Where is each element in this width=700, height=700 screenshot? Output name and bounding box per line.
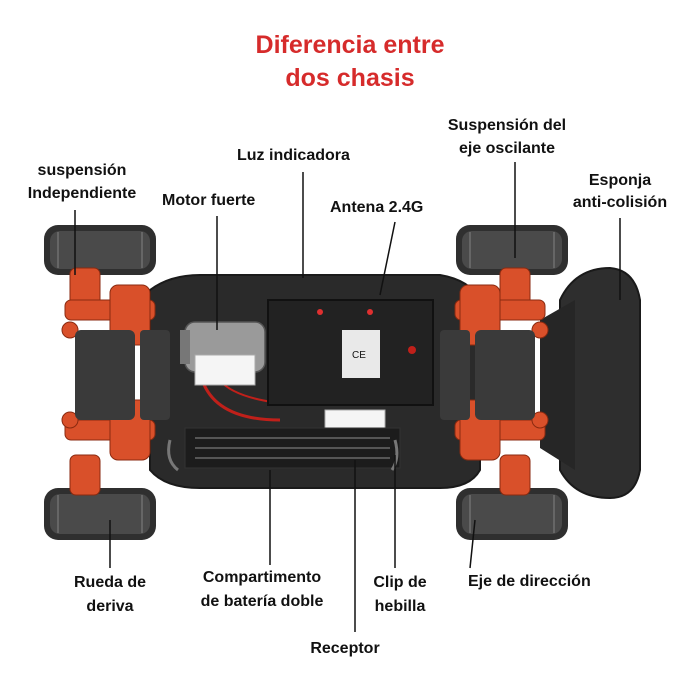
receiver-box: CE: [267, 299, 434, 406]
label-battery-compartment-1: Compartimento: [202, 569, 322, 586]
label-steering-axle: Eje de dirección: [468, 573, 591, 590]
label-battery-compartment-2: de batería doble: [200, 593, 324, 610]
label-bumper-sponge-1: Esponja: [588, 172, 652, 189]
label-buckle-clip-1: Clip de: [373, 574, 427, 591]
bumper-sponge: [559, 266, 641, 500]
label-swing-axle-suspension-2: eje oscilante: [458, 140, 556, 157]
wheel-rear-left: [44, 488, 156, 540]
label-drift-wheel-2: deriva: [86, 598, 134, 615]
label-drift-wheel-1: Rueda de: [73, 574, 146, 591]
label-antenna: Antena 2.4G: [330, 199, 424, 216]
label-indicator-light: Luz indicadora: [237, 147, 350, 164]
ce-mark: CE: [352, 350, 366, 361]
label-suspension-independent-1: suspensión: [37, 162, 127, 179]
wheel-rear-right: [456, 488, 568, 540]
label-buckle-clip-2: hebilla: [374, 598, 426, 615]
diagram-title-line1: Diferencia entre: [255, 31, 445, 59]
battery-compartment: [184, 427, 401, 469]
wheel-front-right: [456, 225, 568, 275]
diagram-title-line2: dos chasis: [285, 64, 415, 92]
label-motor: Motor fuerte: [162, 192, 256, 209]
leader-lines: [74, 162, 621, 632]
label-swing-axle-suspension-1: Suspensión del: [447, 117, 567, 134]
label-receiver: Receptor: [310, 640, 380, 657]
label-bumper-sponge-2: anti-colisión: [572, 194, 668, 211]
label-suspension-independent-2: Independiente: [27, 185, 137, 202]
wheel-front-left: [44, 225, 156, 275]
